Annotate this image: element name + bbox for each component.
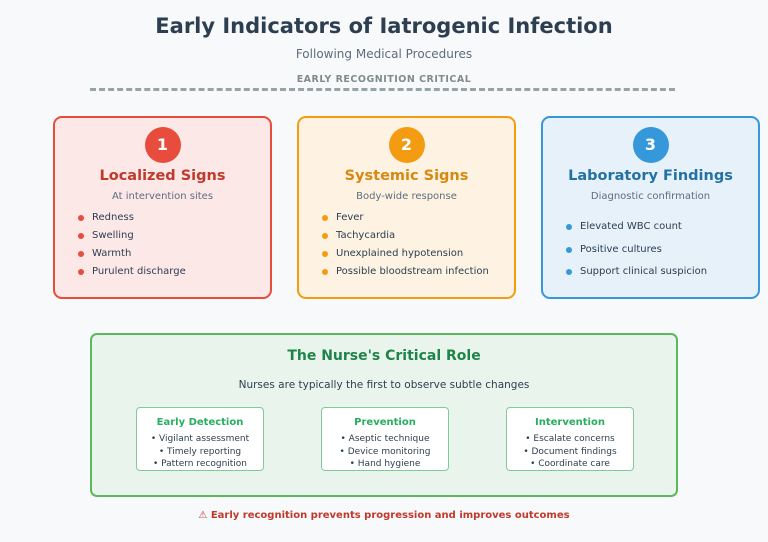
list-item: Redness [78, 211, 186, 229]
list-item: Swelling [78, 229, 186, 247]
list-item: Unexplained hypotension [322, 247, 489, 265]
dashed-divider [90, 88, 675, 91]
card-items: Fever Tachycardia Unexplained hypotensio… [322, 211, 489, 283]
list-item: Coordinate care [507, 458, 633, 471]
card-items: Elevated WBC count Positive cultures Sup… [566, 220, 707, 288]
list-item: Positive cultures [566, 243, 707, 266]
recognition-banner: EARLY RECOGNITION CRITICAL [296, 74, 472, 85]
card-systemic-signs: 2 Systemic Signs Body-wide response Feve… [297, 116, 516, 299]
box-title: Intervention [535, 417, 605, 428]
box-title: Prevention [354, 417, 416, 428]
list-item: Tachycardia [322, 229, 489, 247]
box-prevention: Prevention Aseptic technique Device moni… [321, 407, 449, 471]
box-items: Vigilant assessment Timely reporting Pat… [137, 433, 263, 471]
list-item: Purulent discharge [78, 265, 186, 283]
list-item: Timely reporting [137, 446, 263, 459]
footer-warning: ⚠ Early recognition prevents progression… [198, 510, 570, 521]
list-item: Fever [322, 211, 489, 229]
card-title: Localized Signs [99, 168, 226, 184]
card-title: Laboratory Findings [568, 168, 733, 184]
nurse-role-panel: The Nurse's Critical Role Nurses are typ… [90, 333, 678, 497]
card-subtitle: Body-wide response [356, 191, 457, 202]
box-intervention: Intervention Escalate concerns Document … [506, 407, 634, 471]
list-item: Aseptic technique [322, 433, 448, 446]
list-item: Escalate concerns [507, 433, 633, 446]
role-subtitle: Nurses are typically the first to observ… [238, 379, 530, 391]
number-badge: 2 [388, 127, 425, 163]
page-subtitle: Following Medical Procedures [295, 47, 473, 61]
card-items: Redness Swelling Warmth Purulent dischar… [78, 211, 186, 283]
list-item: Warmth [78, 247, 186, 265]
box-items: Aseptic technique Device monitoring Hand… [322, 433, 448, 471]
page-title: Early Indicators of Iatrogenic Infection [155, 14, 613, 38]
number-badge: 1 [144, 127, 181, 163]
list-item: Possible bloodstream infection [322, 265, 489, 283]
list-item: Device monitoring [322, 446, 448, 459]
list-item: Elevated WBC count [566, 220, 707, 243]
card-title: Systemic Signs [344, 168, 469, 184]
list-item: Support clinical suspicion [566, 265, 707, 288]
list-item: Hand hygiene [322, 458, 448, 471]
card-subtitle: At intervention sites [111, 191, 214, 202]
box-early-detection: Early Detection Vigilant assessment Time… [136, 407, 264, 471]
box-items: Escalate concerns Document findings Coor… [507, 433, 633, 471]
card-subtitle: Diagnostic confirmation [590, 191, 711, 202]
box-title: Early Detection [156, 417, 244, 428]
role-title: The Nurse's Critical Role [287, 348, 481, 364]
card-laboratory-findings: 3 Laboratory Findings Diagnostic confirm… [541, 116, 760, 299]
number-badge: 3 [632, 127, 669, 163]
list-item: Document findings [507, 446, 633, 459]
list-item: Pattern recognition [137, 458, 263, 471]
list-item: Vigilant assessment [137, 433, 263, 446]
card-localized-signs: 1 Localized Signs At intervention sites … [53, 116, 272, 299]
